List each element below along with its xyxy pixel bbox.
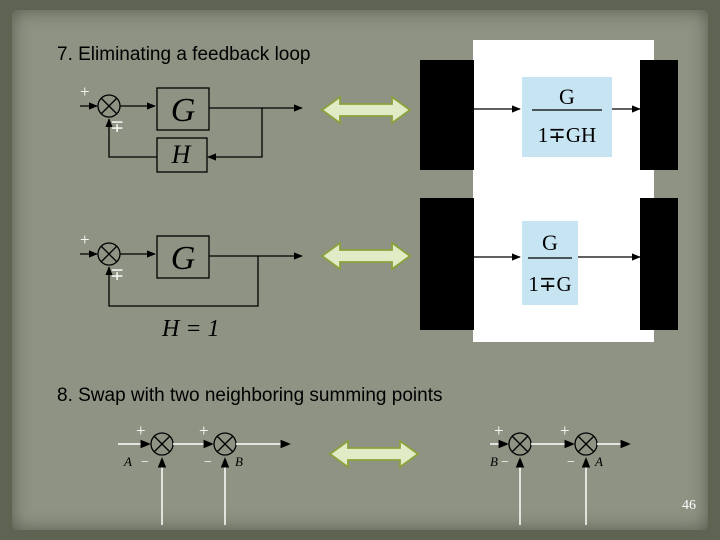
sign-minus: −	[567, 455, 575, 470]
input-label-b: B	[490, 454, 498, 469]
swap-left-diagram: + + − − A B	[118, 421, 292, 525]
black-panel-left-bottom	[420, 198, 474, 330]
sign-plus: +	[136, 421, 146, 440]
forward-block-label: G	[171, 240, 196, 277]
sign-minus: −	[141, 455, 149, 470]
equivalence-arrow	[328, 439, 420, 469]
sum-sign-feedback: ∓	[110, 265, 124, 284]
summing-junction	[97, 242, 121, 266]
page-number: 46	[682, 498, 696, 513]
feedback-block-label: H	[171, 140, 192, 169]
sum-sign-input: +	[80, 82, 90, 101]
section-8-title: 8. Swap with two neighboring summing poi…	[57, 385, 443, 406]
result-block-2	[522, 221, 578, 305]
sum-sign-input: +	[80, 230, 90, 249]
black-panel-right-top	[640, 60, 678, 170]
sign-minus: −	[501, 455, 509, 470]
forward-block-g	[156, 87, 210, 131]
sign-plus: +	[494, 421, 504, 440]
sign-minus: −	[204, 455, 212, 470]
feedback-loop-2: + ∓ G H = 1 G 1∓G	[80, 221, 641, 342]
result-denominator: 1∓G	[528, 272, 571, 296]
sign-plus: +	[199, 421, 209, 440]
equivalence-arrow	[320, 95, 412, 125]
result-numerator: G	[542, 230, 558, 255]
forward-block-label: G	[171, 92, 196, 129]
black-panel-right-bottom	[640, 198, 678, 330]
result-denominator: 1∓GH	[538, 123, 596, 147]
input-label-a: A	[123, 454, 132, 469]
black-panel-left-top	[420, 60, 474, 170]
result-block-1	[522, 77, 612, 157]
unity-feedback-label: H = 1	[161, 316, 220, 342]
sign-plus: +	[560, 421, 570, 440]
swap-right-diagram: + + − − B A	[490, 421, 632, 525]
result-numerator: G	[559, 84, 575, 109]
feedback-loop-1: + ∓ G H G 1∓GH	[80, 77, 641, 173]
summing-junction	[97, 94, 121, 118]
section-7-title: 7. Eliminating a feedback loop	[57, 44, 311, 65]
sum-sign-feedback: ∓	[110, 117, 124, 136]
equivalence-arrow	[320, 241, 412, 271]
input-label-a: A	[594, 454, 603, 469]
feedback-block-h	[156, 137, 208, 173]
input-label-b: B	[235, 454, 243, 469]
forward-block-g	[156, 235, 210, 279]
